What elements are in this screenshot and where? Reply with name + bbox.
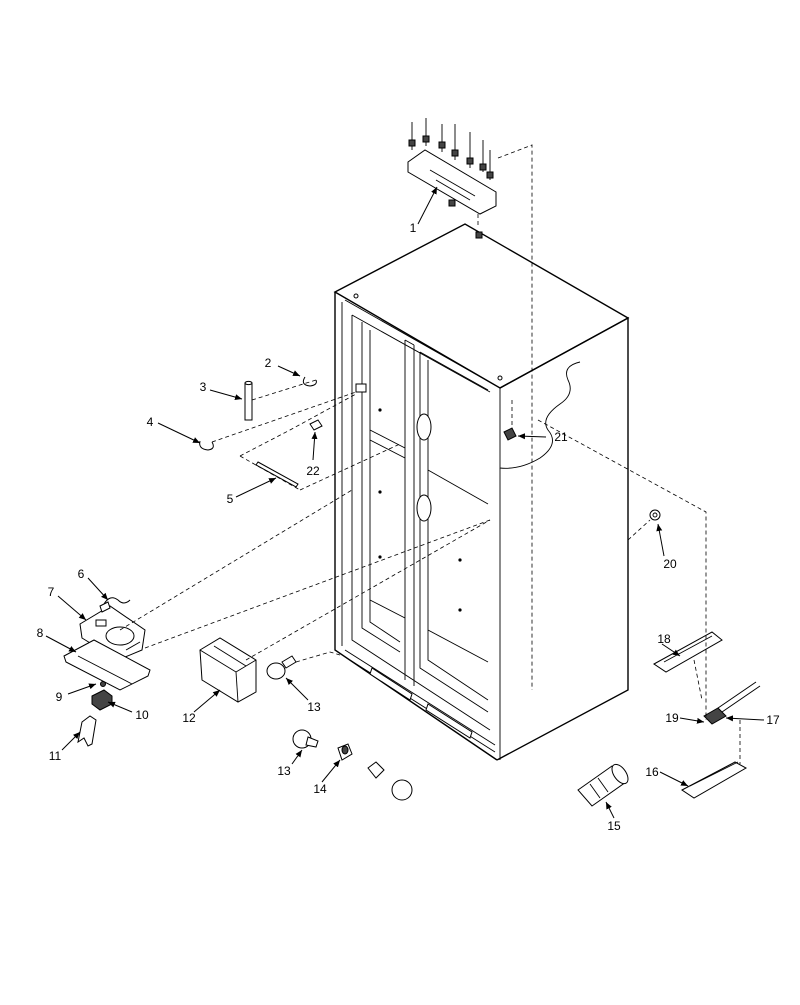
bin-and-lamp-parts <box>199 519 491 801</box>
callout-2: 2 <box>265 356 272 370</box>
callout-19: 19 <box>665 711 679 725</box>
leader-lines <box>45 186 765 819</box>
callout-4: 4 <box>147 415 154 429</box>
callout-18: 18 <box>657 632 671 646</box>
callout-12: 12 <box>182 711 196 725</box>
water-filter-parts <box>503 400 761 807</box>
callout-5: 5 <box>227 492 234 506</box>
callout-3: 3 <box>200 380 207 394</box>
callout-20: 20 <box>663 557 677 571</box>
cabinet <box>333 223 630 761</box>
callout-14: 14 <box>313 782 327 796</box>
callout-7: 7 <box>48 585 55 599</box>
callout-11: 11 <box>49 749 62 763</box>
callout-labels: 1 2 3 4 5 6 7 8 9 10 11 12 13 13 14 15 1… <box>37 221 780 833</box>
callout-22: 22 <box>306 464 320 478</box>
callout-1: 1 <box>410 221 417 235</box>
callout-13-upper: 13 <box>307 700 321 714</box>
callout-21: 21 <box>554 430 568 444</box>
top-hinge-bracket <box>407 118 533 690</box>
water-line-parts <box>199 376 401 491</box>
ice-dispenser-parts <box>63 489 491 747</box>
callout-10: 10 <box>135 708 149 722</box>
callout-13-lower: 13 <box>277 764 291 778</box>
callout-15: 15 <box>607 819 621 833</box>
callout-16: 16 <box>645 765 659 779</box>
callout-8: 8 <box>37 626 44 640</box>
callout-9: 9 <box>56 690 63 704</box>
callout-6: 6 <box>78 567 85 581</box>
callout-17: 17 <box>766 713 780 727</box>
